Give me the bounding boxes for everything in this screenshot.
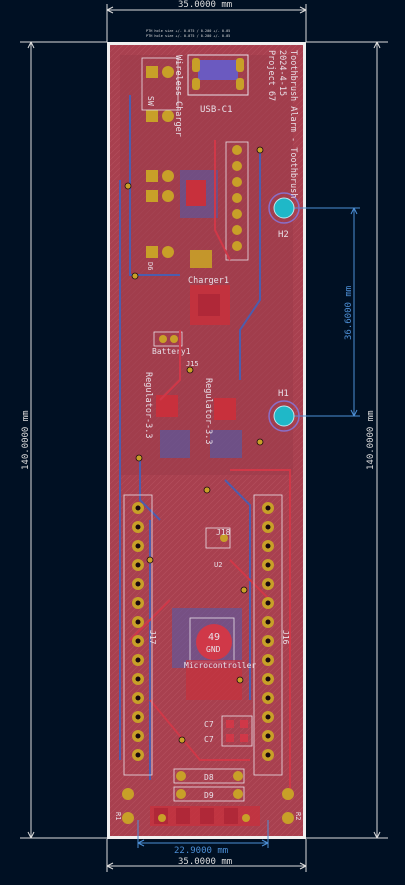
battery-connector[interactable] — [153, 331, 183, 347]
pin-header-right[interactable] — [253, 494, 283, 776]
board-title: Toothbrush Alarm - Toothbrush — [288, 50, 298, 198]
r1-label: R1 — [114, 812, 122, 820]
d6-label: D6 — [146, 262, 154, 270]
vias — [124, 146, 264, 744]
j17-label: J17 — [148, 630, 157, 645]
left-dimension — [20, 41, 107, 839]
back-copper-traces — [119, 95, 261, 780]
fab-note-2: PTH hole size +/- 0.075 / 0.200 +/- 0.05 — [146, 34, 230, 38]
c7-label-a: C7 — [204, 720, 214, 729]
pad-49-label: 49 — [208, 632, 220, 643]
regulator-1-label: Regulator-3.3 — [143, 372, 153, 439]
right-dimension-label: 140.0000 mm — [366, 410, 376, 470]
microcontroller-ic[interactable] — [172, 608, 242, 700]
d9-label: D9 — [204, 791, 214, 800]
sw-label: SW — [146, 96, 155, 106]
j15-label: J15 — [186, 360, 199, 368]
inner-width-dimension — [137, 820, 269, 848]
c7-label-b: C7 — [204, 735, 214, 744]
diode-d8 — [173, 768, 245, 784]
pin-header-left[interactable] — [123, 494, 153, 776]
j18-label: J18 — [216, 528, 231, 537]
microcontroller-label: Microcontroller — [184, 661, 256, 670]
usb-c-connector[interactable] — [187, 54, 249, 96]
bottom-dimension — [106, 839, 307, 872]
wireless-charger-label: Wireless Charger — [173, 55, 183, 137]
regulator-2-area — [210, 398, 242, 458]
j18-connector[interactable] — [205, 527, 231, 549]
charger-ic-area — [180, 170, 230, 325]
front-copper-traces — [129, 140, 291, 800]
regulator-2-label: Regulator-3.3 — [203, 378, 213, 445]
diode-d9 — [173, 786, 245, 802]
r2-label: R2 — [294, 812, 302, 820]
pin-header-upper[interactable] — [225, 141, 249, 261]
j16-label: J16 — [281, 630, 290, 645]
capacitor-c7-pair — [221, 715, 253, 747]
sw-footprint — [141, 57, 179, 111]
gnd-label: GND — [206, 645, 221, 654]
h2-label: H2 — [278, 230, 289, 240]
right-dimension — [306, 41, 388, 839]
fab-note-1: PTH hole size +/- 0.075 / 0.200 +/- 0.05 — [146, 29, 230, 33]
u2-label: U2 — [214, 561, 222, 569]
board-date: 2024-4-15 — [277, 50, 287, 96]
bottom-dimension-label: 35.0000 mm — [178, 857, 232, 867]
d8-label: D8 — [204, 773, 214, 782]
top-dimension-label: 35.0000 mm — [178, 0, 232, 10]
hole-spacing-dimension — [284, 207, 360, 417]
h1-label: H1 — [278, 389, 289, 399]
inner-width-label: 22.9000 mm — [174, 846, 228, 856]
left-dimension-label: 140.0000 mm — [21, 410, 31, 470]
charger-label: Charger1 — [188, 276, 229, 286]
top-dimension — [106, 4, 307, 42]
board-project: Project 67 — [266, 50, 276, 101]
bottom-component-row — [122, 788, 294, 826]
mounting-hole-h2[interactable] — [268, 192, 300, 224]
hole-spacing-label: 36.6000 mm — [344, 286, 354, 340]
battery-label: Battery1 — [152, 347, 191, 356]
usb-c-label: USB-C1 — [200, 105, 233, 115]
regulator-1-area — [156, 395, 190, 458]
wireless-charger-pads — [146, 66, 174, 258]
mounting-hole-h1[interactable] — [268, 400, 300, 432]
